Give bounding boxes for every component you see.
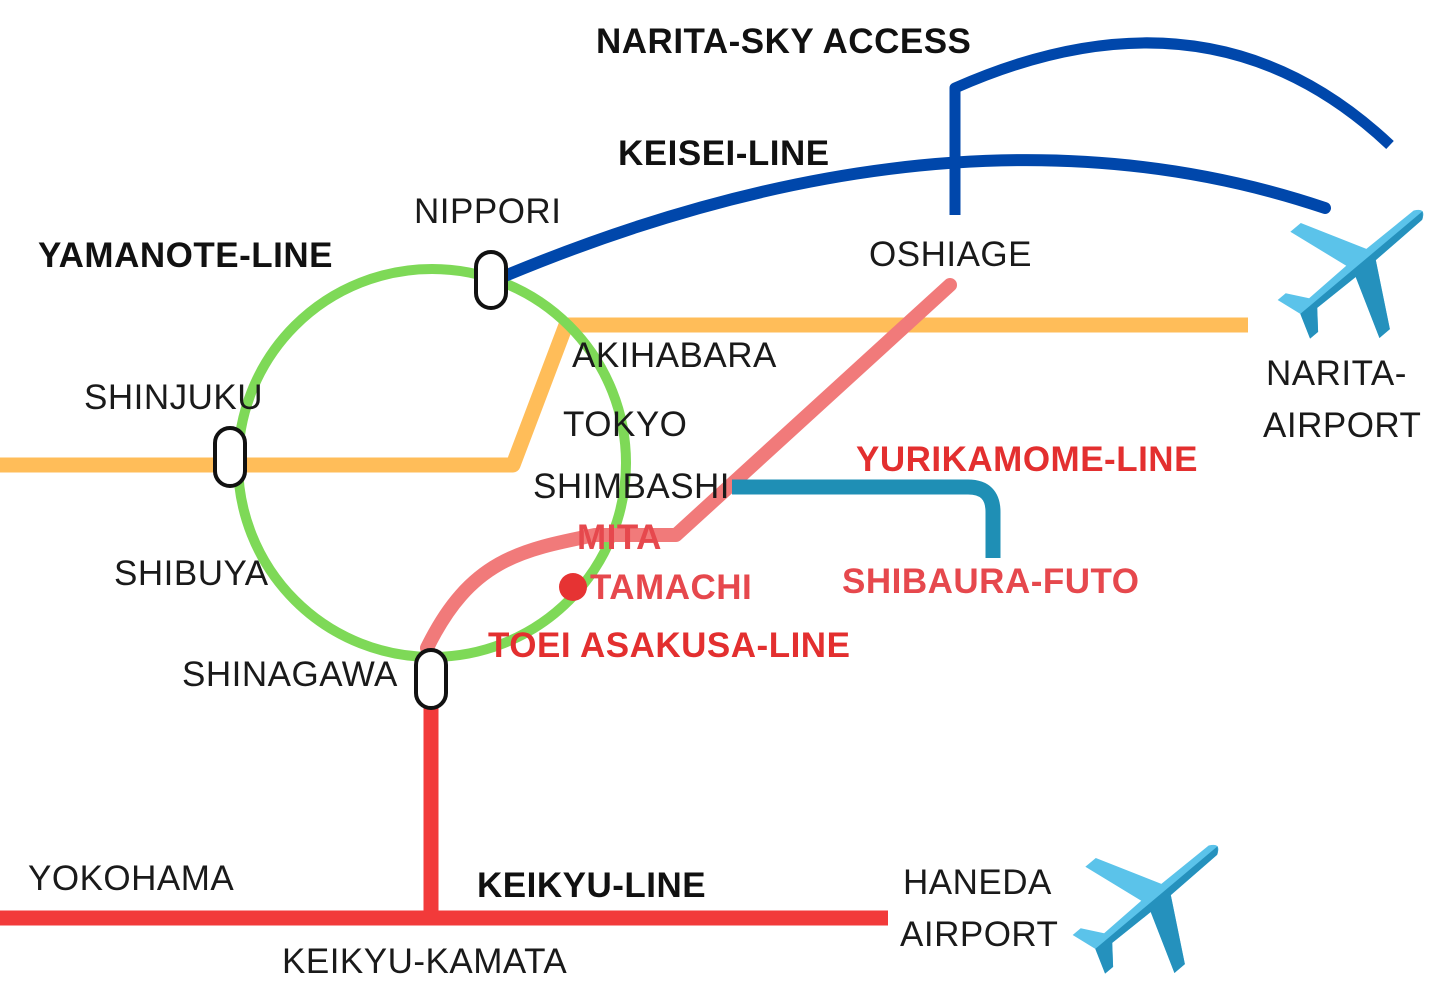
station-label-keikyu-kamata: KEIKYU-KAMATA [282,942,568,981]
toei-asakusa-line-label: TOEI ASAKUSA-LINE [488,626,851,665]
station-label-tamachi: TAMACHI [590,568,753,607]
airport-label-haneda-line1: HANEDA [903,863,1052,902]
keisei-line [494,154,1331,284]
station-marker-tamachi [559,573,587,601]
station-label-shinjuku: SHINJUKU [84,378,264,417]
airport-label-haneda-line2: AIRPORT [900,915,1059,954]
narita-sky-access-label: NARITA-SKY ACCESS [596,22,972,61]
airport-label-narita-line2: AIRPORT [1263,406,1422,445]
station-label-oshiage: OSHIAGE [869,235,1032,274]
station-label-shibuya: SHIBUYA [114,554,269,593]
station-label-yokohama: YOKOHAMA [28,859,235,898]
keikyu-line-label: KEIKYU-LINE [477,866,707,905]
narita-sky-access-line [949,37,1394,215]
yurikamome-line [732,479,1001,558]
airplane-icon [1072,844,1219,974]
yurikamome-line-label: YURIKAMOME-LINE [856,440,1198,479]
airport-label-narita-line1: NARITA- [1266,354,1407,393]
station-marker-shinjuku [213,426,247,488]
station-label-shinagawa: SHINAGAWA [182,655,398,694]
station-label-shibaura-futo: SHIBAURA-FUTO [842,562,1140,601]
keisei-line-label: KEISEI-LINE [618,134,830,173]
station-label-akihabara: AKIHABARA [572,336,777,375]
station-marker-shinagawa [414,648,448,710]
airplane-icon [1277,209,1424,339]
station-marker-nippori [474,250,508,310]
station-label-mita: MITA [577,518,662,557]
yamanote-line-label: YAMANOTE-LINE [38,236,333,275]
station-label-tokyo: TOKYO [563,405,688,444]
toei-asakusa-line [420,278,957,655]
station-label-nippori: NIPPORI [414,192,562,231]
station-label-shimbashi: SHIMBASHI [533,467,731,506]
